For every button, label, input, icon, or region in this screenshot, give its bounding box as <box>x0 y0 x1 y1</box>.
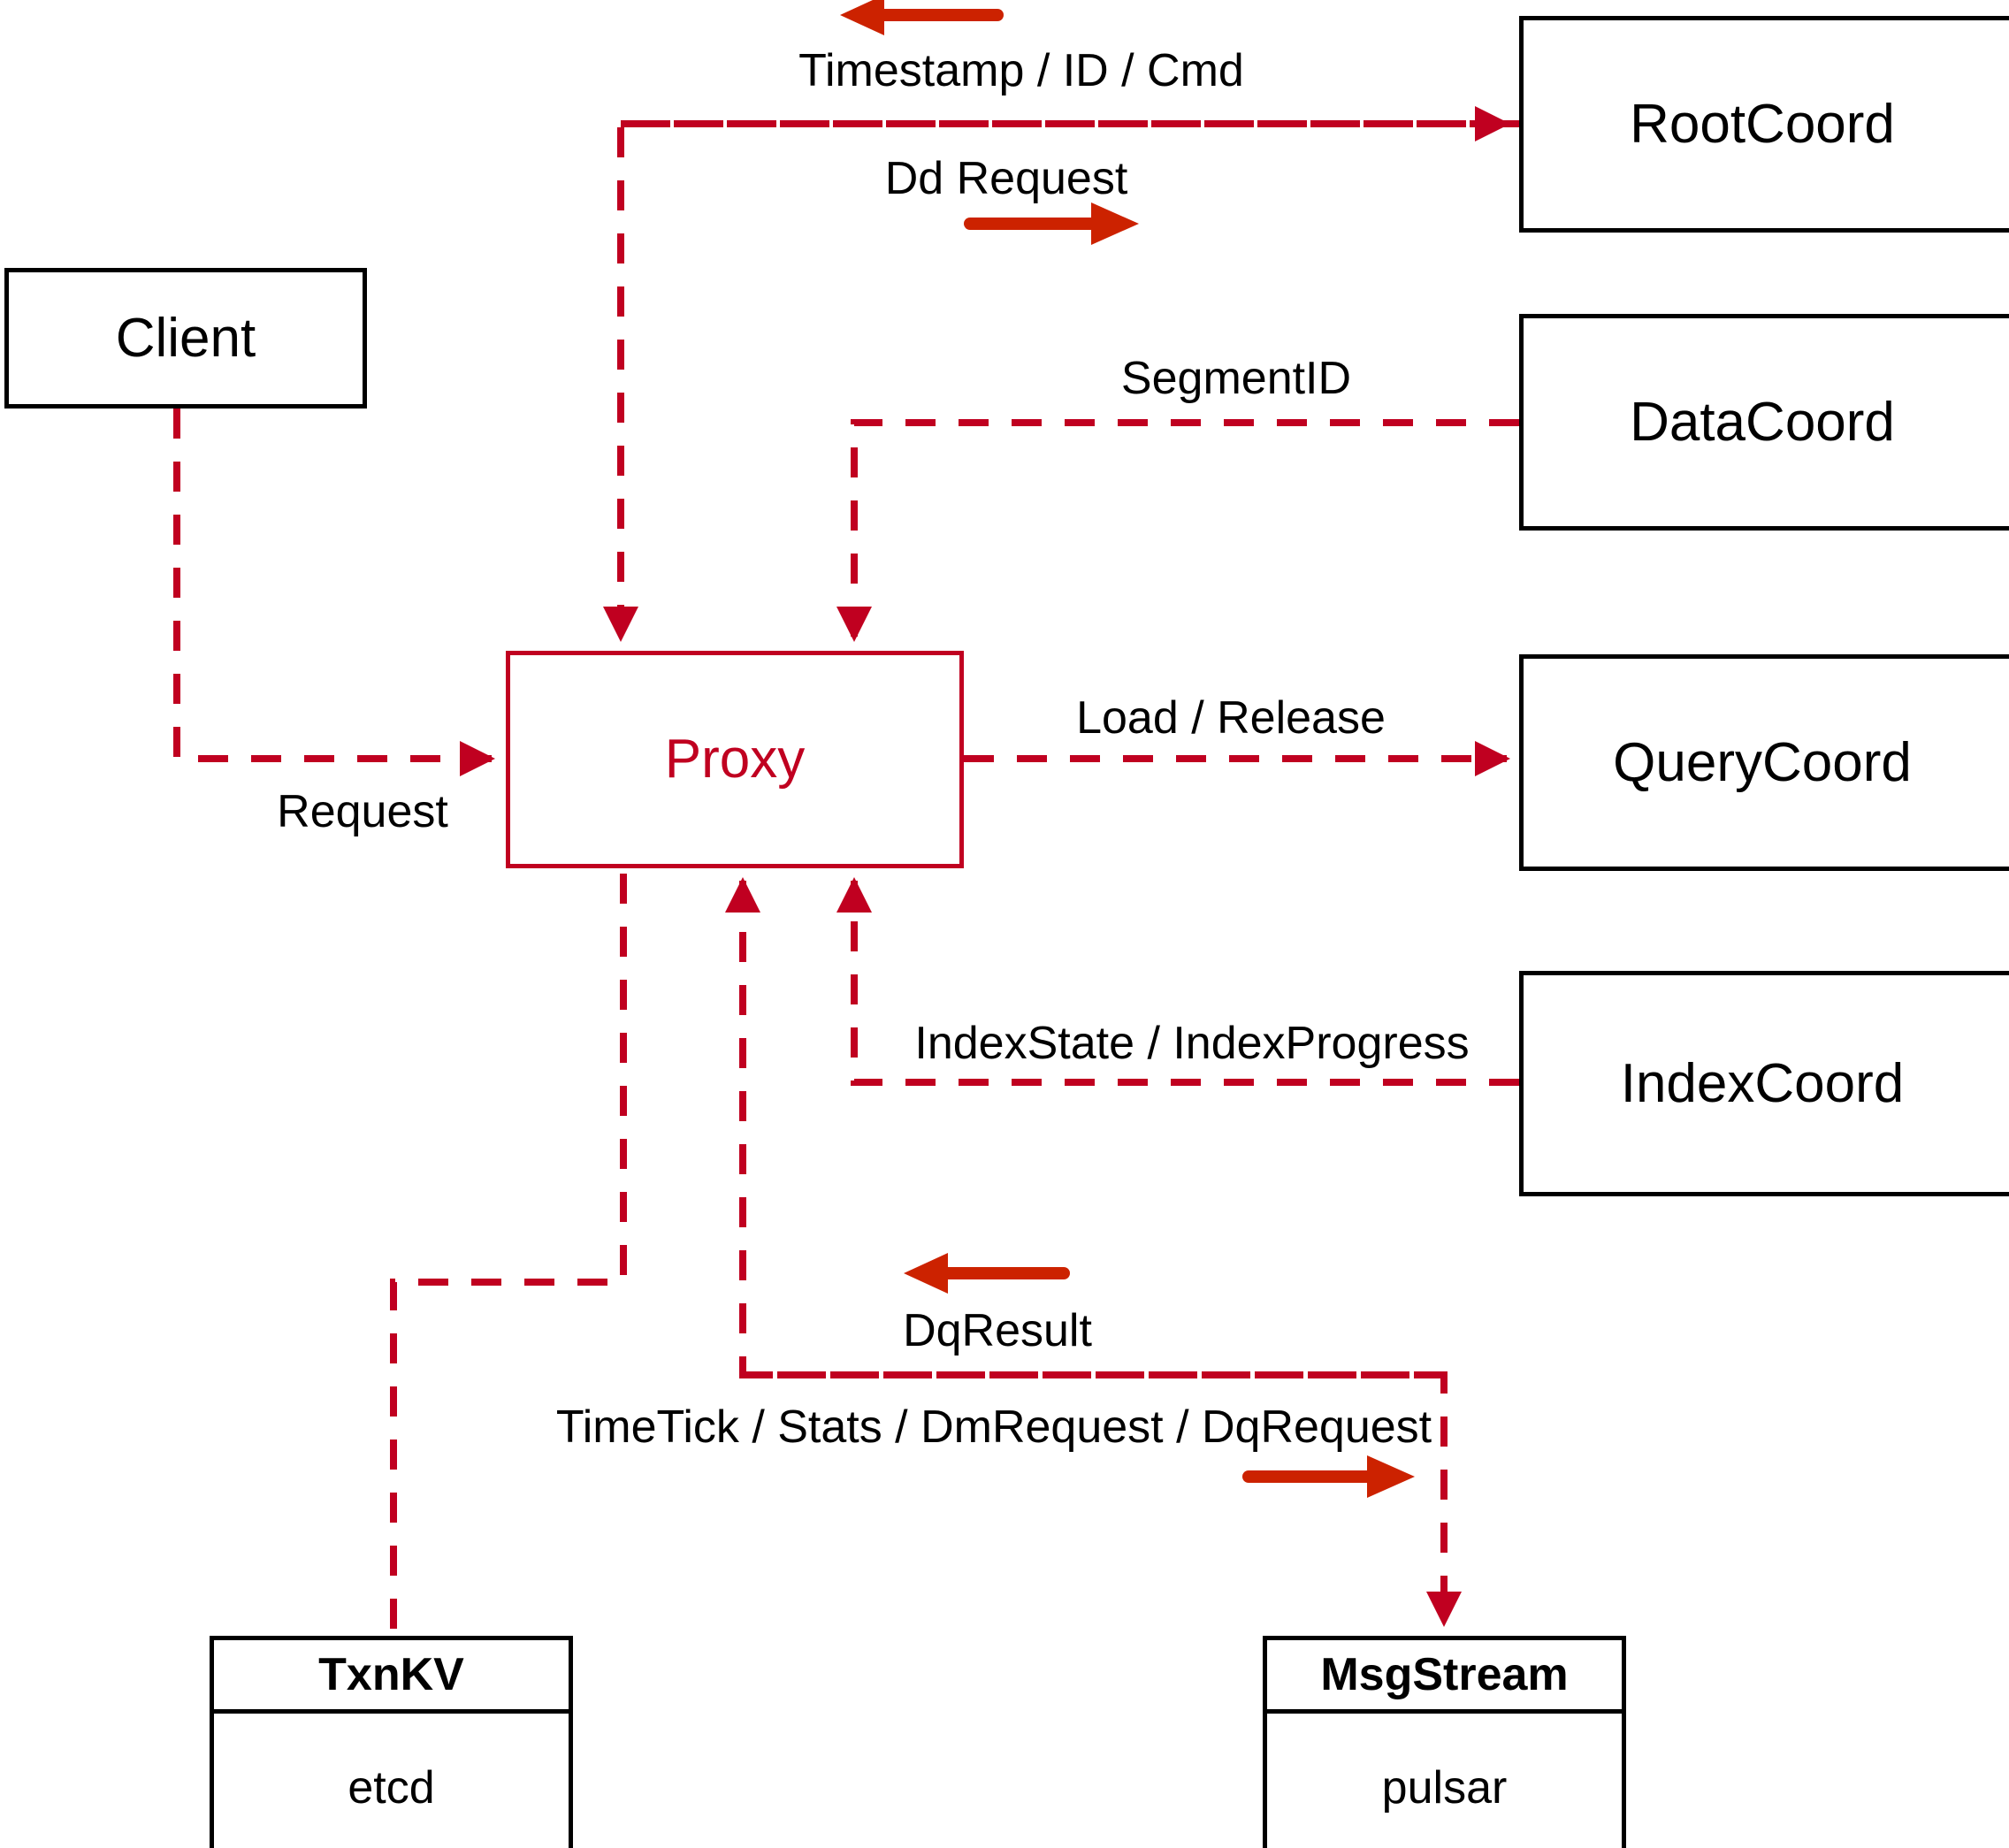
node-msgstream-body: pulsar <box>1267 1714 1622 1848</box>
node-client[interactable]: Client <box>4 268 367 409</box>
node-txnkv-body: etcd <box>214 1714 569 1848</box>
edge-label-index-state: IndexState / IndexProgress <box>914 1018 1470 1069</box>
wire-datacoord-to-proxy <box>836 419 1519 642</box>
node-txnkv-title: TxnKV <box>318 1649 464 1700</box>
accent-arrow-dd-request-right <box>964 202 1139 245</box>
node-querycoord-label: QueryCoord <box>1613 731 1912 793</box>
node-msgstream-header: MsgStream <box>1267 1640 1622 1714</box>
accent-arrow-dqresult-left <box>904 1253 1070 1294</box>
wire-proxy-to-msgstream <box>743 1371 1462 1627</box>
wire-proxy-to-txnkv <box>390 874 627 1636</box>
edge-label-dq-result: DqResult <box>903 1305 1092 1356</box>
node-txnkv-impl: etcd <box>348 1761 435 1814</box>
node-txnkv-header: TxnKV <box>214 1640 569 1714</box>
edge-label-load-release: Load / Release <box>1076 692 1386 744</box>
node-indexcoord[interactable]: IndexCoord <box>1519 971 2009 1196</box>
wire-client-to-proxy <box>173 409 495 776</box>
wire-msgstream-to-proxy <box>725 877 1444 1378</box>
node-msgstream-title: MsgStream <box>1320 1649 1569 1700</box>
node-txnkv[interactable]: TxnKV etcd <box>210 1636 573 1848</box>
node-rootcoord[interactable]: RootCoord <box>1519 16 2009 233</box>
node-rootcoord-label: RootCoord <box>1630 93 1895 155</box>
edge-label-dd-request: Dd Request <box>884 153 1128 204</box>
edge-label-request: Request <box>277 786 448 837</box>
edge-label-segment-id: SegmentID <box>1120 353 1352 404</box>
accent-arrow-timestamp-left <box>840 0 1004 35</box>
node-proxy[interactable]: Proxy <box>506 651 964 868</box>
wire-rootcoord-to-proxy <box>603 120 1519 642</box>
node-indexcoord-label: IndexCoord <box>1620 1052 1905 1114</box>
accent-arrow-timetick-right <box>1242 1455 1415 1498</box>
node-msgstream-impl: pulsar <box>1381 1761 1508 1814</box>
node-querycoord[interactable]: QueryCoord <box>1519 654 2009 871</box>
edge-label-timestamp-id-cmd: Timestamp / ID / Cmd <box>798 45 1244 96</box>
node-proxy-label: Proxy <box>664 729 806 790</box>
node-datacoord[interactable]: DataCoord <box>1519 314 2009 531</box>
node-client-label: Client <box>115 307 256 369</box>
node-datacoord-label: DataCoord <box>1630 391 1895 453</box>
wire-indexcoord-to-proxy <box>836 877 1519 1086</box>
edge-label-timetick-stats: TimeTick / Stats / DmRequest / DqRequest <box>555 1401 1432 1453</box>
node-msgstream[interactable]: MsgStream pulsar <box>1263 1636 1626 1848</box>
